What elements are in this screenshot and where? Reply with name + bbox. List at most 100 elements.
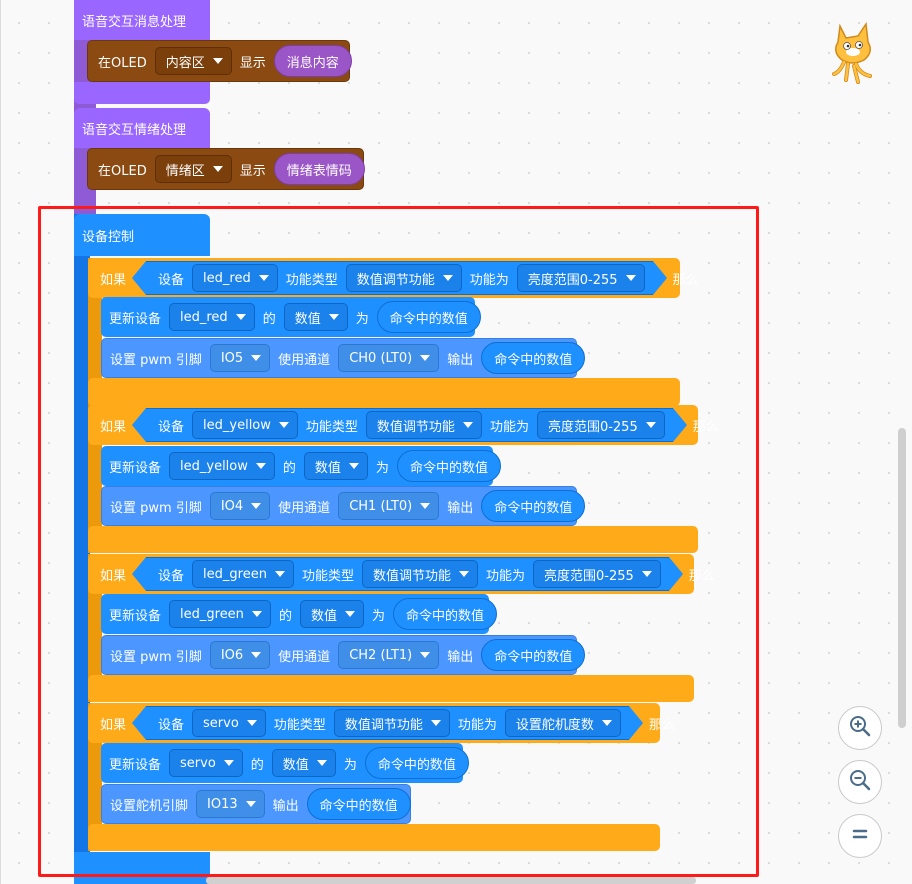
oled-display-block-2[interactable]: 在OLED 情绪区 显示 情绪表情码 (87, 148, 365, 190)
property-dropdown[interactable]: 数值 (271, 749, 336, 777)
if-label: 如果 (100, 717, 127, 733)
mood-code-reporter[interactable]: 情绪表情码 (273, 153, 365, 185)
pwm-pin-label: 设置 pwm 引脚 (110, 352, 202, 368)
func-label: 功能为 (485, 568, 525, 584)
device-label: 设备 (158, 568, 185, 584)
servo-pin-dropdown[interactable]: IO13 (196, 790, 265, 818)
output-value-reporter[interactable]: 命令中的数值 (481, 342, 586, 374)
device-dropdown[interactable]: led_red (192, 264, 278, 292)
device-dropdown[interactable]: servo (192, 709, 266, 737)
func-label: 功能为 (469, 272, 509, 288)
zoom-in-button[interactable] (838, 706, 882, 750)
if-block-3[interactable]: 如果 设备 led_green 功能类型 数值调节功能 功能为 亮度范围0-25… (88, 554, 715, 594)
set-pwm-block-2[interactable]: 设置 pwm 引脚 IO4 使用通道 CH1 (LT0) 输出 命令中的数值 (101, 486, 586, 526)
device-condition[interactable]: 设备 led_red 功能类型 数值调节功能 功能为 亮度范围0-255 (132, 261, 667, 295)
scratch-cat-icon (826, 20, 878, 86)
pin-dropdown[interactable]: IO4 (209, 492, 271, 520)
update-device-block-3[interactable]: 更新设备 led_green 的 数值 为 命令中的数值 (101, 594, 497, 634)
hat-voice-mood[interactable]: 语音交互情绪处理 (74, 108, 210, 148)
hat-voice-message[interactable]: 语音交互消息处理 (74, 0, 210, 40)
if-block-2-foot (88, 526, 698, 553)
workspace-edge (0, 0, 1, 884)
type-dropdown[interactable]: 数值调节功能 (365, 411, 482, 439)
type-dropdown[interactable]: 数值调节功能 (333, 709, 450, 737)
device-label: 设备 (158, 272, 185, 288)
device-condition[interactable]: 设备 led_green 功能类型 数值调节功能 功能为 亮度范围0-255 (132, 557, 683, 591)
chevron-down-icon (420, 652, 431, 658)
func-dropdown[interactable]: 亮度范围0-255 (516, 264, 645, 292)
update-device-dropdown[interactable]: led_green (169, 600, 271, 628)
func-dropdown[interactable]: 亮度范围0-255 (533, 560, 661, 588)
hat-device-control[interactable]: 设备控制 (74, 214, 210, 256)
property-dropdown[interactable]: 数值 (283, 303, 348, 331)
horizontal-scrollbar[interactable] (206, 877, 696, 884)
chevron-down-icon (251, 611, 262, 617)
chevron-down-icon (212, 166, 223, 172)
command-value-reporter[interactable]: 命令中的数值 (376, 301, 481, 333)
update-device-label: 更新设备 (109, 608, 162, 624)
func-label: 功能为 (489, 419, 529, 435)
chevron-down-icon (251, 503, 262, 509)
output-value-reporter[interactable]: 命令中的数值 (481, 490, 586, 522)
if-block-2[interactable]: 如果 设备 led_yellow 功能类型 数值调节功能 功能为 亮度范围0-2… (88, 405, 719, 445)
message-content-reporter[interactable]: 消息内容 (273, 45, 352, 77)
chevron-down-icon (255, 463, 266, 469)
then-label: 那么 (648, 717, 675, 733)
if-block-1[interactable]: 如果 设备 led_red 功能类型 数值调节功能 功能为 亮度范围0-255 … (88, 258, 699, 298)
property-dropdown[interactable]: 数值 (299, 600, 364, 628)
channel-dropdown[interactable]: CH0 (LT0) (338, 344, 440, 372)
output-value-reporter[interactable]: 命令中的数值 (306, 788, 411, 820)
pin-dropdown[interactable]: IO5 (209, 344, 271, 372)
type-dropdown[interactable]: 数值调节功能 (345, 264, 462, 292)
update-device-block-2[interactable]: 更新设备 led_yellow 的 数值 为 命令中的数值 (101, 446, 501, 486)
chevron-down-icon (316, 760, 327, 766)
highlight-frame (38, 206, 759, 877)
zoom-reset-button[interactable] (838, 814, 882, 858)
vertical-scrollbar[interactable] (898, 428, 906, 728)
chevron-down-icon (274, 571, 285, 577)
if-block-4[interactable]: 如果 设备 servo 功能类型 数值调节功能 功能为 设置舵机度数 那么 (88, 703, 675, 743)
hat-voice-message-label: 语音交互消息处理 (82, 14, 187, 30)
pin-dropdown[interactable]: IO6 (209, 641, 271, 669)
zoom-out-button[interactable] (838, 760, 882, 804)
output-value-reporter[interactable]: 命令中的数值 (481, 639, 586, 671)
servo-pin-label: 设置舵机引脚 (110, 798, 189, 814)
pwm-pin-label: 设置 pwm 引脚 (110, 500, 202, 516)
chevron-down-icon (625, 275, 636, 281)
output-label: 输出 (447, 649, 474, 665)
channel-dropdown[interactable]: CH1 (LT0) (338, 492, 440, 520)
oled-area-dropdown[interactable]: 情绪区 (154, 155, 232, 183)
as-label: 为 (375, 460, 389, 476)
update-device-dropdown[interactable]: led_red (169, 303, 255, 331)
command-value-reporter[interactable]: 命令中的数值 (392, 598, 497, 630)
func-dropdown[interactable]: 设置舵机度数 (504, 709, 621, 737)
set-pwm-block-1[interactable]: 设置 pwm 引脚 IO5 使用通道 CH0 (LT0) 输出 命令中的数值 (101, 338, 586, 378)
set-servo-block[interactable]: 设置舵机引脚 IO13 输出 命令中的数值 (101, 784, 411, 824)
oled-area-dropdown[interactable]: 内容区 (154, 47, 232, 75)
update-device-dropdown[interactable]: servo (169, 749, 243, 777)
channel-dropdown[interactable]: CH2 (LT1) (338, 641, 440, 669)
update-device-block-4[interactable]: 更新设备 servo 的 数值 为 命令中的数值 (101, 743, 469, 783)
command-value-reporter[interactable]: 命令中的数值 (396, 450, 501, 482)
chevron-down-icon (420, 503, 431, 509)
chevron-down-icon (442, 275, 453, 281)
channel-label: 使用通道 (278, 500, 331, 516)
func-dropdown[interactable]: 亮度范围0-255 (536, 411, 665, 439)
device-condition[interactable]: 设备 led_yellow 功能类型 数值调节功能 功能为 亮度范围0-255 (132, 408, 687, 442)
update-device-block-1[interactable]: 更新设备 led_red 的 数值 为 命令中的数值 (101, 297, 481, 337)
update-device-dropdown[interactable]: led_yellow (169, 452, 275, 480)
oled-display-block-1[interactable]: 在OLED 内容区 显示 消息内容 (87, 40, 352, 82)
device-dropdown[interactable]: led_yellow (192, 411, 298, 439)
as-label: 为 (343, 757, 357, 773)
command-value-reporter[interactable]: 命令中的数值 (364, 747, 469, 779)
chevron-down-icon (246, 720, 257, 726)
device-condition[interactable]: 设备 servo 功能类型 数值调节功能 功能为 设置舵机度数 (132, 706, 643, 740)
device-dropdown[interactable]: led_green (192, 560, 294, 588)
property-dropdown[interactable]: 数值 (303, 452, 368, 480)
chevron-down-icon (223, 760, 234, 766)
device-stack-spine (74, 214, 90, 884)
type-dropdown[interactable]: 数值调节功能 (361, 560, 478, 588)
chevron-down-icon (245, 801, 256, 807)
set-pwm-block-3[interactable]: 设置 pwm 引脚 IO6 使用通道 CH2 (LT1) 输出 命令中的数值 (101, 635, 586, 675)
then-label: 那么 (672, 272, 699, 288)
